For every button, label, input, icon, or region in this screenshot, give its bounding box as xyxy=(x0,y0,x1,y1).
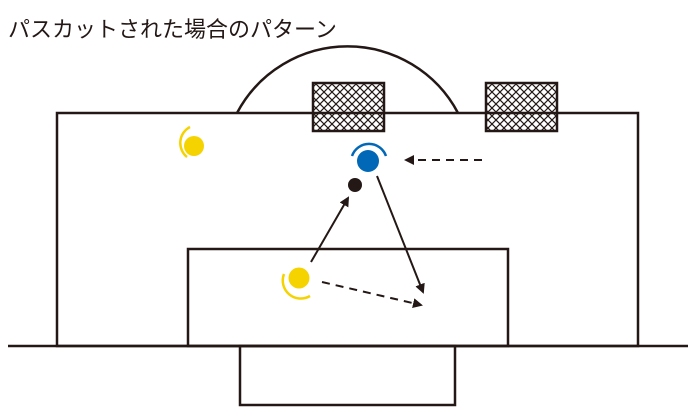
run-arrow xyxy=(321,281,423,309)
defender xyxy=(350,142,388,172)
ball xyxy=(348,178,362,192)
bottom-area xyxy=(238,344,457,407)
attacker-bottom xyxy=(281,267,311,300)
goal-right xyxy=(484,81,559,133)
center-arc xyxy=(235,45,460,114)
goal-left xyxy=(311,81,386,133)
attacker-top xyxy=(179,125,204,158)
outer-area xyxy=(55,111,640,348)
diagram-title: パスカットされた場合のパターン xyxy=(8,18,337,43)
pass-arrow xyxy=(310,196,350,263)
intercept-arrow xyxy=(376,175,425,294)
